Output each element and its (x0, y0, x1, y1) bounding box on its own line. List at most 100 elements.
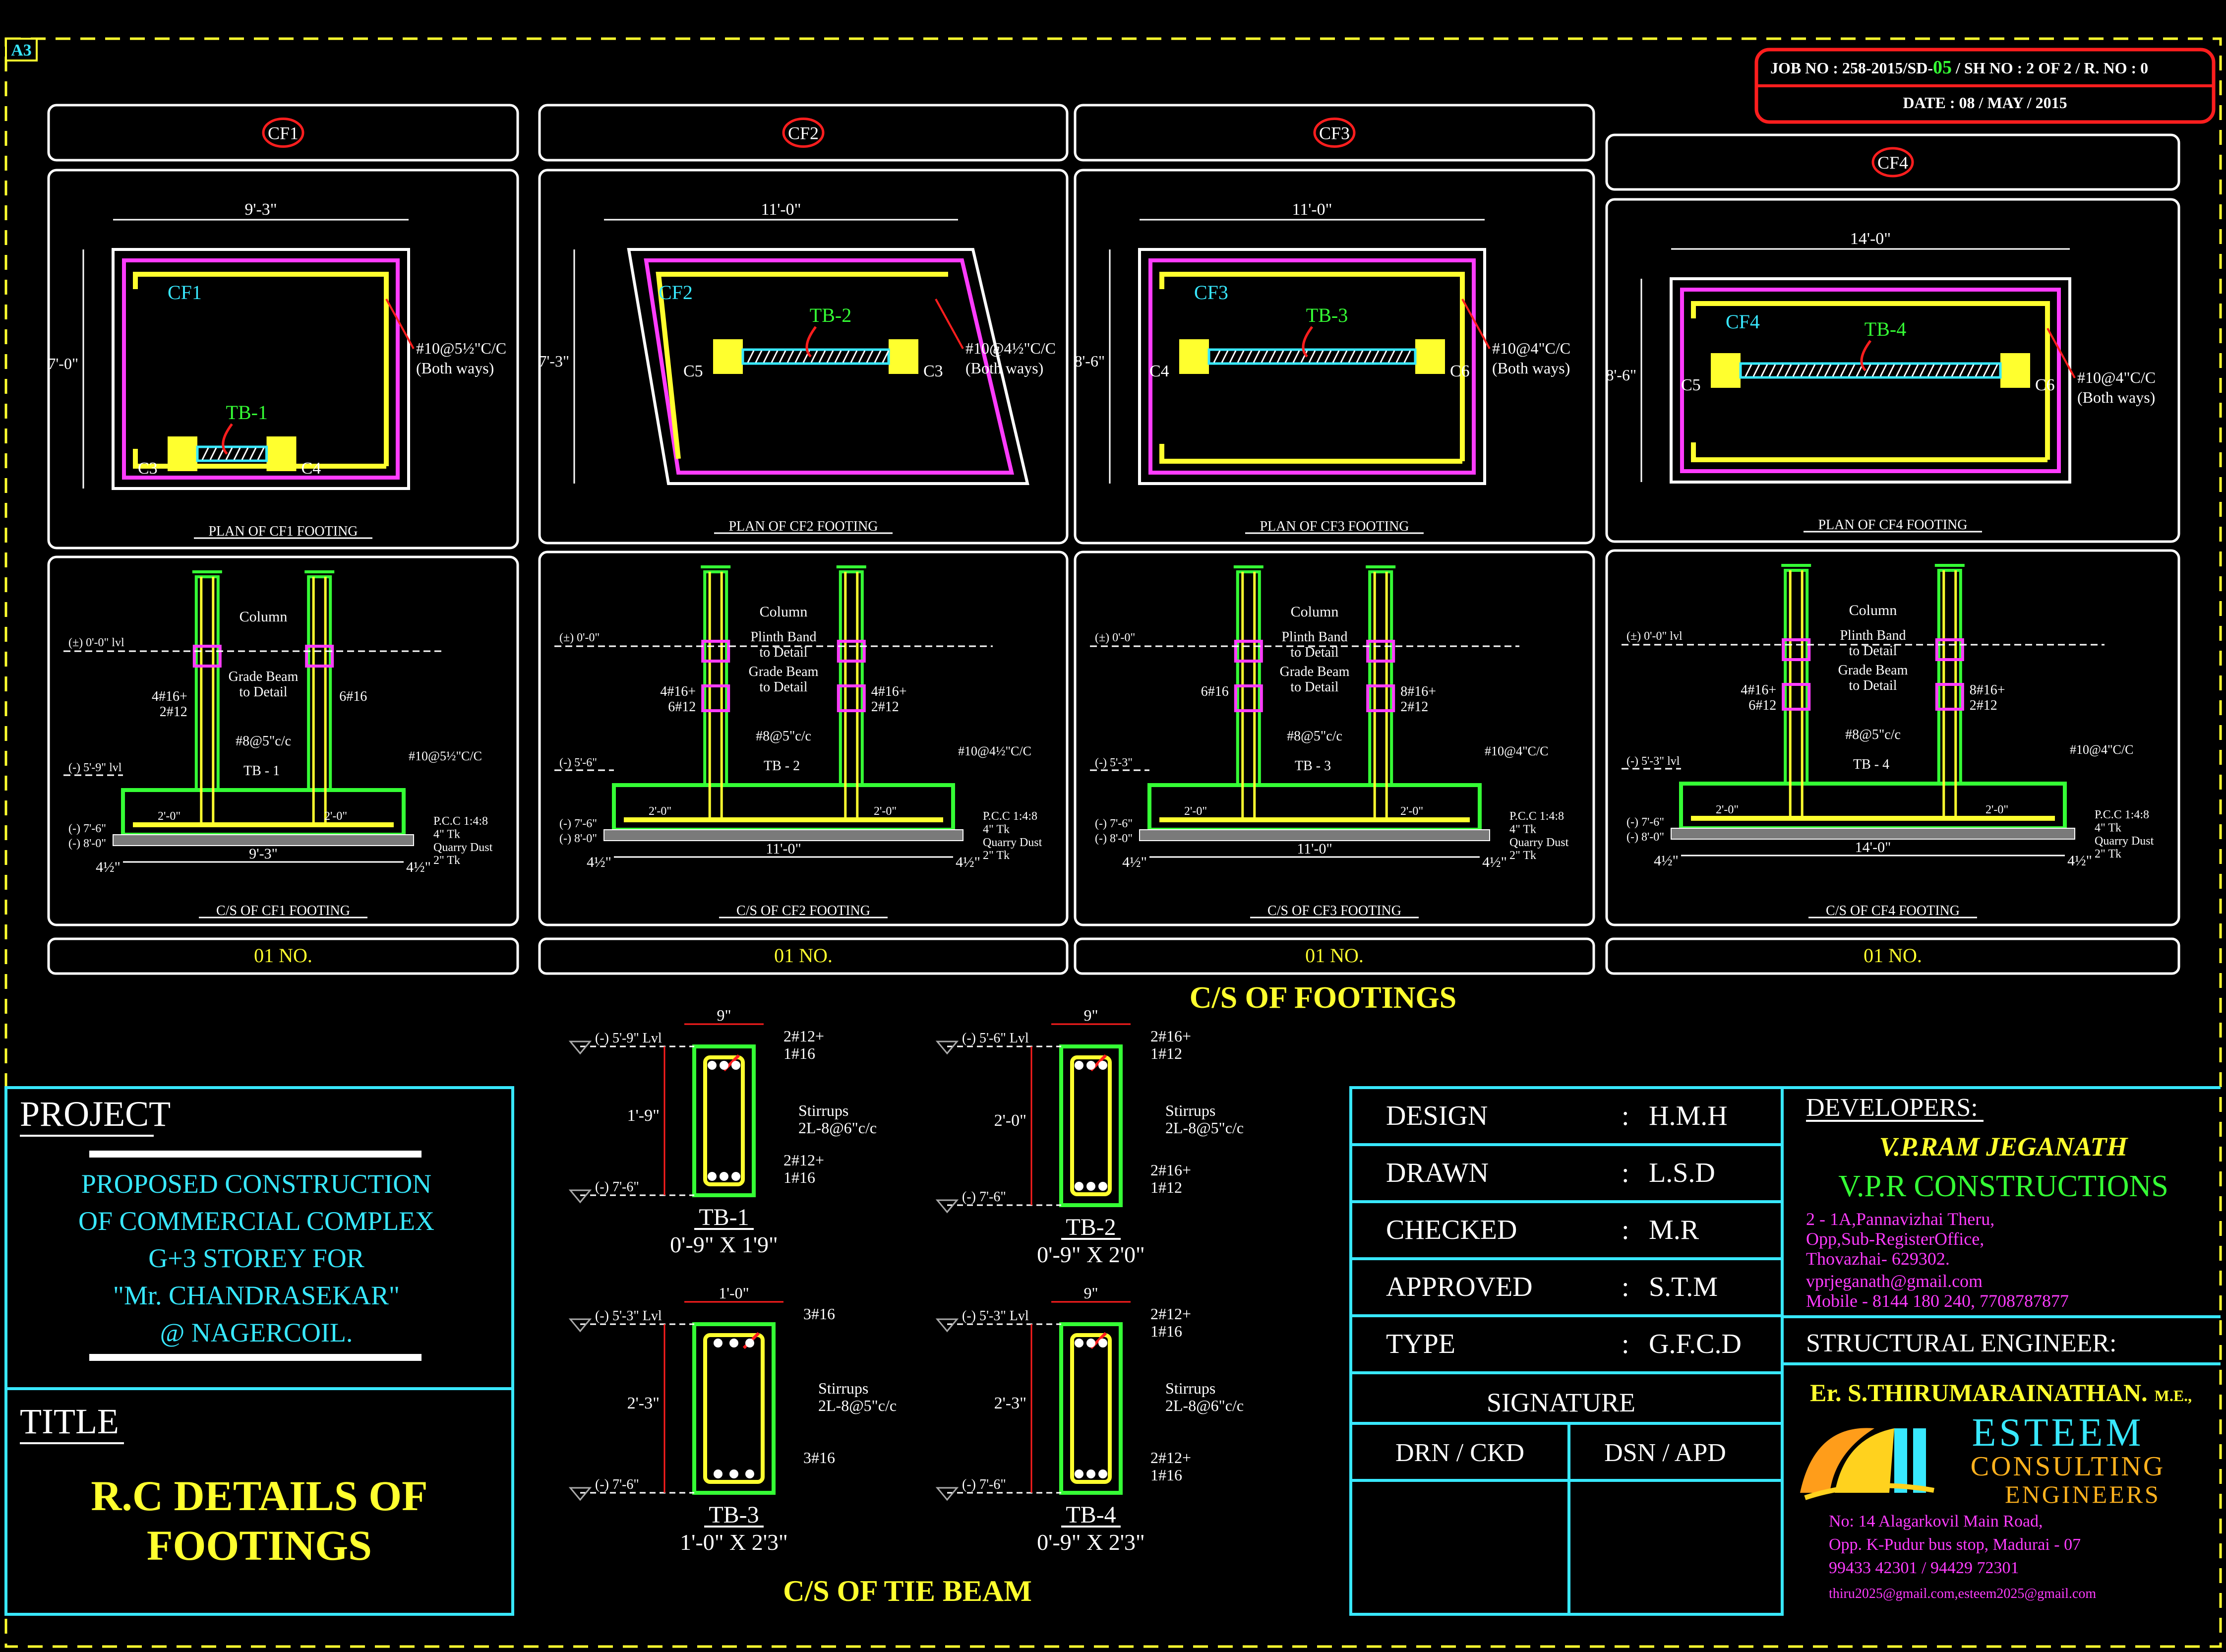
cs-edge-a-3: 4½" (1122, 854, 1147, 870)
cs-column-label-1: Column (240, 609, 288, 625)
cs-rebar-1: #10@5½"C/C (409, 749, 482, 763)
tie-depth-3: 2'-3" (627, 1394, 660, 1412)
cs-stirrup-4: #8@5"c/c (1845, 727, 1901, 742)
plan-label-4: CF4 (1726, 310, 1760, 333)
plan-label-3: CF3 (1194, 281, 1228, 304)
cs-lvl-a-4: (-) 7'-6" (1626, 816, 1664, 829)
cs-left-bars-2: 4#16+6#12 (660, 684, 696, 715)
cs-right-bars-2: 4#16+2#12 (871, 684, 907, 715)
tie-size-3: 1'-0" X 2'3" (680, 1530, 788, 1555)
plan-rebar-both-1: (Both ways) (416, 359, 494, 377)
approval-row-type: TYPE:G.F.C.D (1351, 1329, 1782, 1374)
cs-caption-4: C/S OF CF4 FOOTING (1826, 903, 1960, 918)
tie-bottom-level-2: (-) 7'-6" (962, 1189, 1006, 1205)
cs-offset-a-4: 2'-0" (1716, 803, 1739, 816)
approval-colon-4: : (1622, 1272, 1629, 1302)
plan-length-4: 8'-6" (1606, 366, 1636, 384)
plan-caption-3: PLAN OF CF3 FOOTING (1260, 519, 1409, 534)
plan-width-1: 9'-3" (244, 200, 277, 219)
plan-rebar-both-4: (Both ways) (2077, 388, 2155, 406)
plan-col-a-2: C5 (683, 362, 703, 380)
tie-id-3: TB-3 (709, 1502, 759, 1528)
cs-offset-a-2: 2'-0" (649, 805, 671, 818)
plan-tie-label-1: TB-1 (226, 401, 268, 424)
cs-rebar-2: #10@4½"C/C (958, 744, 1031, 758)
cs-right-bars-4: 8#16+2#12 (1970, 682, 2005, 713)
plan-tie-label-3: TB-3 (1306, 304, 1348, 326)
cs-rebar-4: #10@4"C/C (2070, 742, 2133, 757)
footing-id-1: CF1 (268, 123, 299, 143)
signature-drn-ckd: DRN / CKD (1395, 1439, 1524, 1467)
plan-width-2: 11'-0" (761, 200, 801, 219)
plan-rebar-4: #10@4"C/C (2077, 368, 2156, 386)
approval-value-5: G.F.C.D (1649, 1329, 1742, 1359)
plan-col-b-4: C6 (2035, 376, 2055, 394)
cs-column-label-2: Column (760, 604, 808, 620)
developer-address-2: Opp,Sub-RegisterOffice, (1806, 1229, 1984, 1249)
cs-caption-3: C/S OF CF3 FOOTING (1267, 903, 1401, 918)
cs-column-label-3: Column (1291, 604, 1339, 620)
tie-width-4: 9" (1083, 1284, 1098, 1302)
approval-label-4: APPROVED (1386, 1272, 1533, 1302)
plan-label-2: CF2 (659, 281, 693, 304)
cs-edge-b-2: 4½" (956, 854, 980, 870)
tie-bottom-bars-1: 2#12+1#16 (783, 1151, 824, 1186)
tie-top-bars-3: 3#16 (803, 1305, 835, 1323)
cs-stirrup-2: #8@5"c/c (756, 729, 811, 744)
plan-caption-4: PLAN OF CF4 FOOTING (1818, 517, 1967, 533)
footing-qty-4: 01 NO. (1864, 944, 1922, 967)
plan-rebar-both-2: (Both ways) (965, 359, 1043, 377)
plan-tie-label-4: TB-4 (1865, 318, 1906, 340)
footing-qty-3: 01 NO. (1305, 944, 1364, 967)
plan-length-1: 7'-0" (48, 355, 78, 372)
cs-top-level-4: (±) 0'-0" lvl (1626, 630, 1683, 643)
approval-value-3: M.R (1649, 1215, 1699, 1245)
cs-caption-2: C/S OF CF2 FOOTING (736, 903, 870, 918)
tie-depth-2: 2'-0" (994, 1111, 1026, 1130)
cs-lvl-b-1: (-) 8'-0" (68, 837, 106, 850)
logo-consulting: CONSULTING (1971, 1451, 2166, 1482)
cs-left-bars-4: 4#16+6#12 (1741, 682, 1776, 713)
project-line-3: G+3 STOREY FOR (148, 1243, 364, 1273)
cs-mid-level-1: (-) 5'-9" lvl (68, 761, 122, 774)
tie-size-2: 0'-9" X 2'0" (1037, 1242, 1145, 1267)
engineer-name: Er. S.THIRUMARAINATHAN.M.E., (1810, 1379, 2192, 1407)
cs-stirrup-1: #8@5"c/c (236, 734, 291, 749)
plan-tie-label-2: TB-2 (810, 304, 851, 326)
cs-rebar-3: #10@4"C/C (1485, 744, 1548, 758)
cs-top-level-1: (±) 0'-0" lvl (68, 636, 124, 649)
cs-stirrup-3: #8@5"c/c (1287, 729, 1342, 744)
cs-mid-level-3: (-) 5'-3" (1095, 756, 1133, 769)
tie-beam-2: (-) 5'-6" Lvl(-) 7'-6"2'-0"9"2#16+1#122#… (935, 1006, 1244, 1267)
engineer-heading: STRUCTURAL ENGINEER: (1806, 1329, 2116, 1357)
tie-top-level-3: (-) 5'-3" Lvl (595, 1308, 662, 1324)
approval-value-2: L.S.D (1649, 1158, 1715, 1188)
signature-dsn-apd: DSN / APD (1604, 1439, 1726, 1467)
tie-id-1: TB-1 (699, 1204, 749, 1230)
tie-bottom-level-3: (-) 7'-6" (595, 1477, 639, 1492)
plan-col-a-3: C4 (1149, 362, 1169, 380)
cs-right-bars-3: 8#16+2#12 (1400, 684, 1436, 715)
cs-mid-level-2: (-) 5'-6" (559, 756, 597, 769)
project-line-1: PROPOSED CONSTRUCTION (81, 1169, 432, 1199)
plan-width-4: 14'-0" (1850, 230, 1891, 248)
cs-tie-label-4: TB - 4 (1853, 757, 1889, 772)
cs-top-level-3: (±) 0'-0" (1095, 631, 1135, 644)
cs-column-label-4: Column (1849, 602, 1897, 618)
cs-left-bars-1: 4#16+2#12 (152, 689, 187, 720)
title-line-1: R.C DETAILS OF (91, 1472, 427, 1520)
tie-width-1: 9" (717, 1006, 731, 1024)
plan-col-b-3: C6 (1450, 362, 1470, 380)
tie-top-level-2: (-) 5'-6" Lvl (962, 1031, 1029, 1046)
plan-col-a-1: C3 (138, 459, 158, 478)
plan-rebar-1: #10@5½"C/C (416, 339, 506, 357)
job-number: JOB NO : 258-2015/SD-05 / SH NO : 2 OF 2… (1770, 57, 2148, 78)
cs-tie-label-3: TB - 3 (1295, 758, 1331, 774)
